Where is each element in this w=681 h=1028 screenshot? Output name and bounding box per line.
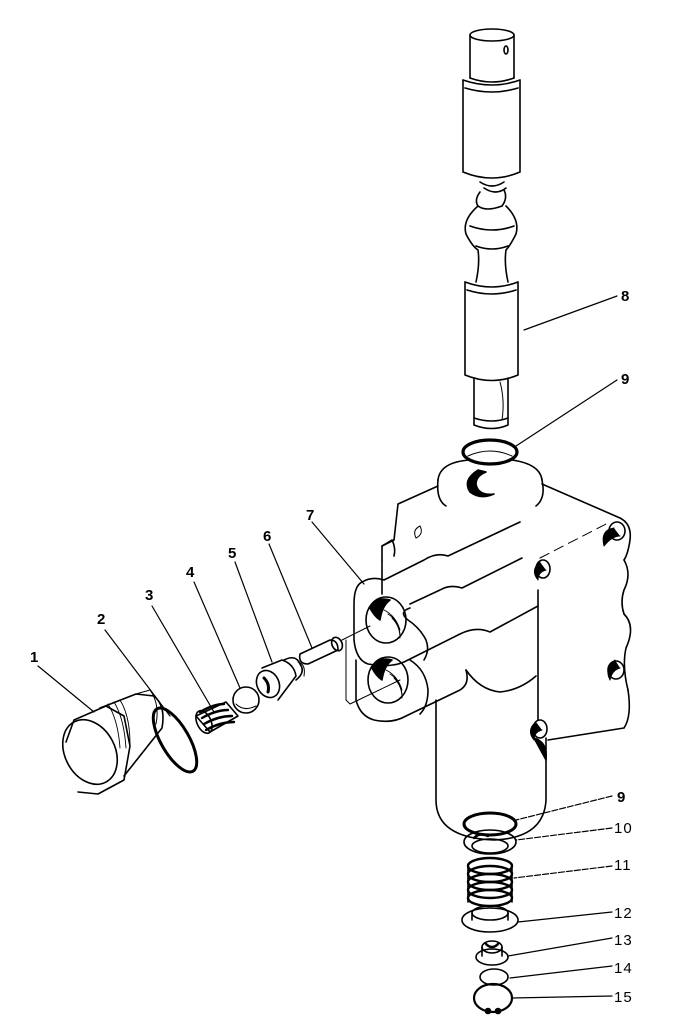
valve-body-part-7 — [341, 459, 632, 841]
callout-1: 1 — [30, 649, 39, 666]
callout-9-lower: 9 — [617, 789, 626, 806]
callout-11: 11 — [614, 857, 632, 874]
snap-ring-part-15 — [472, 982, 514, 1015]
callout-2: 2 — [97, 611, 106, 628]
ball-part-4 — [232, 686, 260, 714]
retainer-part-10 — [463, 829, 517, 855]
callout-10: 10 — [614, 820, 633, 837]
callout-7: 7 — [306, 507, 315, 524]
callout-12: 12 — [614, 905, 633, 922]
callout-13: 13 — [614, 932, 633, 949]
callout-15: 15 — [614, 989, 633, 1006]
spool-part-8 — [462, 28, 521, 430]
o-ring-part-9-upper — [461, 438, 519, 466]
plug-part-1 — [61, 689, 164, 795]
spring-part-11 — [466, 856, 514, 908]
washer-part-14 — [479, 968, 509, 986]
washer-part-13 — [475, 940, 509, 966]
spring-part-3 — [195, 701, 239, 735]
o-ring-part-9-lower — [462, 811, 518, 837]
callout-3: 3 — [145, 587, 154, 604]
callout-6: 6 — [263, 528, 272, 545]
pin-part-6 — [298, 636, 344, 665]
spring-seat-part-12 — [461, 905, 519, 933]
callout-8: 8 — [621, 288, 630, 305]
poppet-part-5 — [255, 656, 305, 701]
leader-lines — [37, 295, 618, 999]
callout-9-upper: 9 — [621, 371, 630, 388]
o-ring-part-2 — [151, 706, 199, 774]
callout-14: 14 — [614, 960, 633, 977]
callout-4: 4 — [186, 564, 195, 581]
callout-5: 5 — [228, 545, 237, 562]
